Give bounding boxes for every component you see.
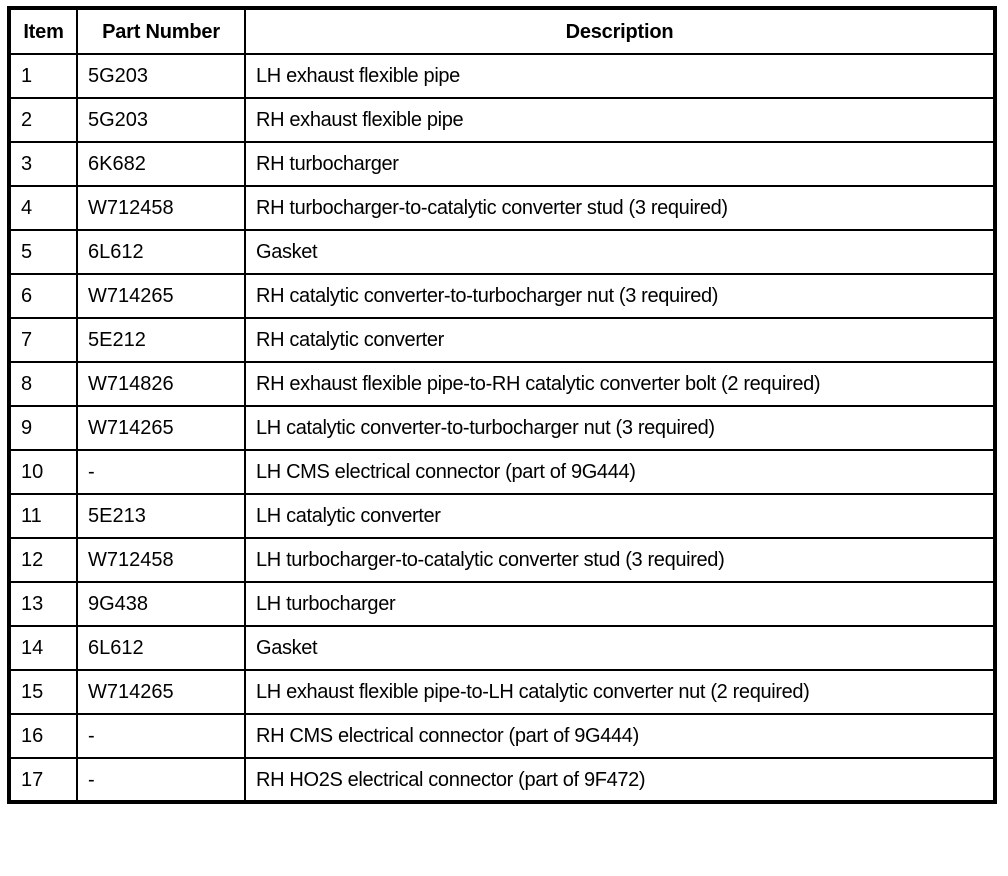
table-row: 17 - RH HO2S electrical connector (part …	[8, 757, 996, 803]
table-body: 1 5G203 LH exhaust flexible pipe 2 5G203…	[8, 53, 996, 803]
cell-part-number: 6K682	[76, 141, 246, 187]
cell-item: 15	[8, 669, 78, 715]
cell-item: 10	[8, 449, 78, 495]
cell-item: 9	[8, 405, 78, 451]
table-row: 7 5E212 RH catalytic converter	[8, 317, 996, 363]
table-row: 13 9G438 LH turbocharger	[8, 581, 996, 627]
cell-description: RH turbocharger	[244, 141, 996, 187]
cell-item: 13	[8, 581, 78, 627]
column-header-item: Item	[8, 7, 78, 55]
table-row: 8 W714826 RH exhaust flexible pipe-to-RH…	[8, 361, 996, 407]
table-header-row: Item Part Number Description	[8, 7, 996, 55]
cell-item: 7	[8, 317, 78, 363]
cell-item: 16	[8, 713, 78, 759]
table-row: 16 - RH CMS electrical connector (part o…	[8, 713, 996, 759]
table-row: 4 W712458 RH turbocharger-to-catalytic c…	[8, 185, 996, 231]
cell-description: Gasket	[244, 625, 996, 671]
cell-part-number: 5G203	[76, 97, 246, 143]
cell-part-number: 6L612	[76, 625, 246, 671]
cell-part-number: 5E212	[76, 317, 246, 363]
cell-description: RH turbocharger-to-catalytic converter s…	[244, 185, 996, 231]
cell-part-number: W712458	[76, 185, 246, 231]
cell-description: RH exhaust flexible pipe-to-RH catalytic…	[244, 361, 996, 407]
cell-part-number: W714265	[76, 669, 246, 715]
cell-part-number: 9G438	[76, 581, 246, 627]
cell-item: 3	[8, 141, 78, 187]
cell-item: 12	[8, 537, 78, 583]
cell-item: 14	[8, 625, 78, 671]
column-header-description: Description	[244, 7, 996, 55]
cell-part-number: -	[76, 713, 246, 759]
cell-description: LH exhaust flexible pipe-to-LH catalytic…	[244, 669, 996, 715]
cell-description: RH HO2S electrical connector (part of 9F…	[244, 757, 996, 803]
cell-item: 1	[8, 53, 78, 99]
cell-part-number: W714265	[76, 273, 246, 319]
parts-table: Item Part Number Description 1 5G203 LH …	[7, 6, 997, 804]
cell-item: 2	[8, 97, 78, 143]
cell-item: 17	[8, 757, 78, 803]
table-row: 10 - LH CMS electrical connector (part o…	[8, 449, 996, 495]
cell-description: RH catalytic converter	[244, 317, 996, 363]
table-row: 9 W714265 LH catalytic converter-to-turb…	[8, 405, 996, 451]
table-row: 6 W714265 RH catalytic converter-to-turb…	[8, 273, 996, 319]
table-row: 15 W714265 LH exhaust flexible pipe-to-L…	[8, 669, 996, 715]
cell-part-number: W714265	[76, 405, 246, 451]
cell-description: RH exhaust flexible pipe	[244, 97, 996, 143]
cell-description: LH catalytic converter-to-turbocharger n…	[244, 405, 996, 451]
cell-part-number: W712458	[76, 537, 246, 583]
table-row: 5 6L612 Gasket	[8, 229, 996, 275]
cell-description: LH catalytic converter	[244, 493, 996, 539]
table-row: 14 6L612 Gasket	[8, 625, 996, 671]
cell-description: Gasket	[244, 229, 996, 275]
cell-part-number: -	[76, 757, 246, 803]
cell-part-number: 6L612	[76, 229, 246, 275]
table-header: Item Part Number Description	[8, 7, 996, 55]
cell-item: 4	[8, 185, 78, 231]
cell-item: 11	[8, 493, 78, 539]
table-row: 11 5E213 LH catalytic converter	[8, 493, 996, 539]
cell-description: RH CMS electrical connector (part of 9G4…	[244, 713, 996, 759]
cell-part-number: 5G203	[76, 53, 246, 99]
cell-description: LH turbocharger-to-catalytic converter s…	[244, 537, 996, 583]
cell-description: LH CMS electrical connector (part of 9G4…	[244, 449, 996, 495]
cell-description: LH turbocharger	[244, 581, 996, 627]
cell-description: LH exhaust flexible pipe	[244, 53, 996, 99]
cell-part-number: 5E213	[76, 493, 246, 539]
cell-description: RH catalytic converter-to-turbocharger n…	[244, 273, 996, 319]
column-header-part-number: Part Number	[76, 7, 246, 55]
table-row: 3 6K682 RH turbocharger	[8, 141, 996, 187]
cell-item: 5	[8, 229, 78, 275]
cell-part-number: W714826	[76, 361, 246, 407]
cell-item: 6	[8, 273, 78, 319]
table-row: 2 5G203 RH exhaust flexible pipe	[8, 97, 996, 143]
cell-item: 8	[8, 361, 78, 407]
table-row: 12 W712458 LH turbocharger-to-catalytic …	[8, 537, 996, 583]
cell-part-number: -	[76, 449, 246, 495]
table-row: 1 5G203 LH exhaust flexible pipe	[8, 53, 996, 99]
